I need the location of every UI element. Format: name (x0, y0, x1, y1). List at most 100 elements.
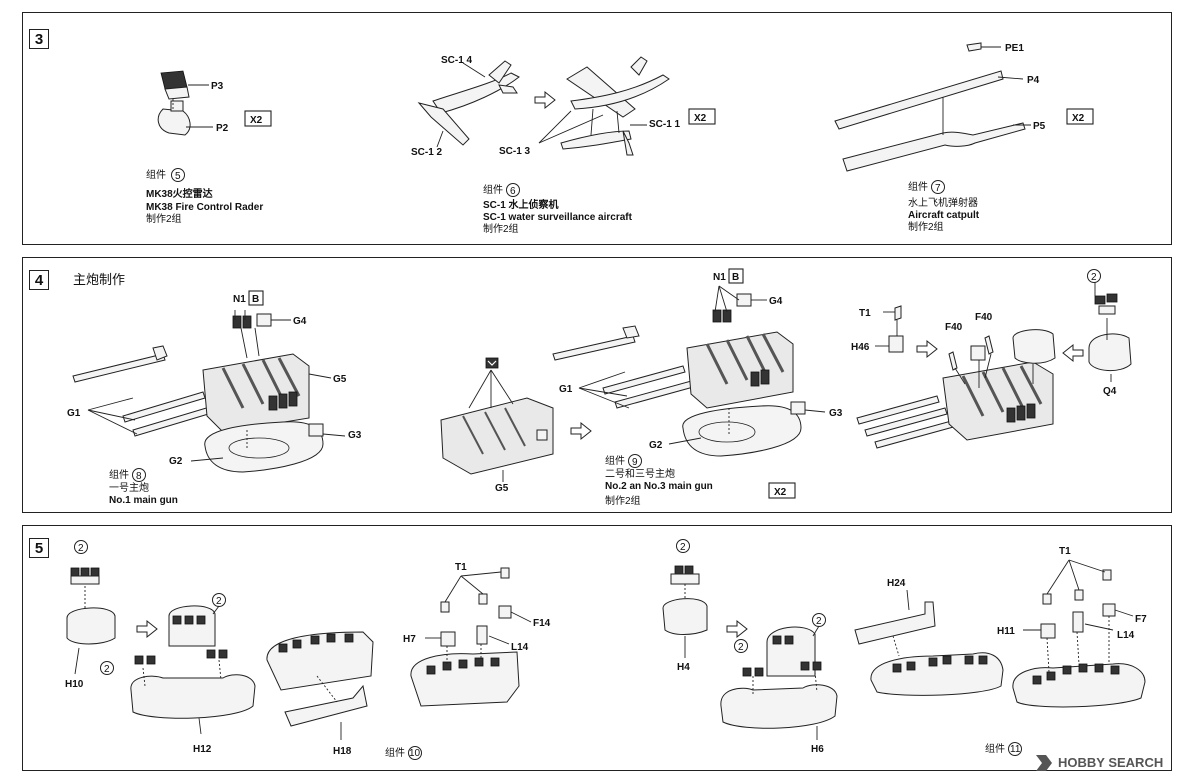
hobby-search-logo-icon: HOBBY SEARCH (1036, 755, 1163, 771)
label-g4: G4 (293, 316, 307, 327)
group-number: 10 (409, 748, 421, 759)
group-number: 5 (175, 171, 181, 182)
b-box (248, 290, 264, 306)
x2-box (688, 108, 716, 125)
step-5-panel: 5 2 H10 2 2 H12 (22, 525, 1172, 771)
part-count: 2 (78, 543, 84, 554)
part-count: 2 (104, 664, 110, 675)
group-number-circle (171, 168, 185, 182)
label-q4: Q4 (1103, 386, 1117, 397)
label-b: B (732, 272, 739, 283)
group-name-en: MK38 Fire Control Rader (146, 202, 263, 213)
group-number-circle (506, 183, 520, 197)
group-make-count: 制作2组 (483, 222, 519, 235)
group-name-cn: 二号和三号主炮 (605, 467, 675, 480)
label-g1: G1 (559, 384, 573, 395)
group-name-en: No.1 main gun (109, 495, 178, 506)
group-label: 组件 (483, 183, 503, 196)
group-number: 11 (1010, 744, 1021, 755)
label-h11: H11 (997, 626, 1015, 637)
group-number-circle (132, 468, 146, 482)
label-h24: H24 (887, 578, 906, 589)
label-g2: G2 (169, 456, 183, 467)
label-pe1: PE1 (1005, 43, 1024, 54)
label-sc1-2: SC-1 2 (411, 147, 443, 158)
label-g2: G2 (649, 440, 663, 451)
group-label: 组件 (109, 468, 129, 481)
label-f14: F14 (533, 618, 551, 629)
h4-barbette-illustration (662, 539, 708, 658)
label-b: B (252, 294, 259, 305)
part-count-circle (1087, 269, 1101, 283)
group-11-illustration (1012, 559, 1146, 708)
label-t1: T1 (455, 562, 467, 573)
h24-assembly-illustration (854, 589, 1004, 696)
group-number: 6 (510, 186, 516, 197)
arrow-icon (1062, 343, 1084, 363)
mk38-radar-illustration (157, 70, 213, 136)
group-name-cn: MK38火控雷达 (146, 187, 213, 200)
group-number: 9 (632, 457, 638, 468)
group-name-en: SC-1 water surveillance aircraft (483, 212, 633, 223)
label-h4: H4 (677, 662, 690, 673)
label-p3: P3 (211, 81, 224, 92)
group-make-count: 制作2组 (605, 494, 641, 507)
arrow-icon (916, 339, 938, 359)
step-5-drawing: 2 H10 2 2 H12 H18 (65, 539, 1147, 760)
arrow-icon (534, 90, 556, 110)
step-4-drawing: 主炮制作 (67, 268, 1132, 507)
part-count: 2 (1091, 272, 1097, 283)
group-label: 组件 (146, 168, 166, 181)
arrow-icon (136, 619, 158, 639)
b-box (728, 268, 744, 284)
group-10-illustration (410, 567, 532, 707)
label-l14: L14 (511, 642, 529, 653)
group-number: 7 (935, 183, 941, 194)
step-number: 4 (29, 270, 49, 290)
group-number-circle (1008, 742, 1022, 756)
part-count: 2 (816, 616, 822, 627)
label-g5: G5 (333, 374, 347, 385)
h18-assembly-illustration (266, 631, 374, 740)
group-label: 组件 (908, 180, 928, 193)
label-f40: F40 (945, 322, 963, 333)
label-h7: H7 (403, 634, 416, 645)
aircraft-catapult-illustration (834, 42, 1031, 172)
label-p4: P4 (1027, 75, 1040, 86)
group-number-circle (628, 454, 642, 468)
turret-with-aa-illustration (856, 282, 1132, 449)
label-h10: H10 (65, 679, 84, 690)
group-number-circle (931, 180, 945, 194)
h12-deck-illustration (100, 593, 256, 735)
label-x2: X2 (694, 113, 707, 124)
label-h18: H18 (333, 746, 352, 757)
label-p2: P2 (216, 123, 229, 134)
watermark-text: HOBBY SEARCH (1058, 755, 1163, 770)
label-sc1-1: SC-1 1 (649, 119, 681, 130)
label-x2: X2 (250, 115, 263, 126)
group-number-circle (408, 746, 422, 760)
step-number: 5 (29, 538, 49, 558)
label-g3: G3 (829, 408, 843, 419)
group-name-en: No.2 an No.3 main gun (605, 481, 713, 492)
group-name-en: Aircraft catpult (908, 210, 980, 221)
turret-shell-detail (440, 357, 554, 482)
step-3-panel: 3 P3 P2 X2 组件 5 MK38火控雷达 MK38 Fire Contr… (22, 12, 1172, 245)
part-count: 2 (216, 596, 222, 607)
label-x2: X2 (774, 487, 787, 498)
group-label: 组件 (385, 746, 405, 759)
arrow-icon (726, 619, 748, 639)
arrow-icon (570, 421, 592, 441)
group-make-count: 制作2组 (146, 212, 182, 225)
step-4-panel: 4 主炮制作 (22, 257, 1172, 513)
group-number: 8 (136, 471, 142, 482)
x2-box (768, 482, 796, 499)
h10-mount-illustration (66, 540, 116, 675)
group-name-cn: 一号主炮 (109, 481, 149, 494)
label-g3: G3 (348, 430, 362, 441)
label-p5: P5 (1033, 121, 1046, 132)
label-g4: G4 (769, 296, 783, 307)
label-t1: T1 (859, 308, 871, 319)
sc1-aircraft-exploded (417, 60, 520, 148)
label-h46: H46 (851, 342, 870, 353)
